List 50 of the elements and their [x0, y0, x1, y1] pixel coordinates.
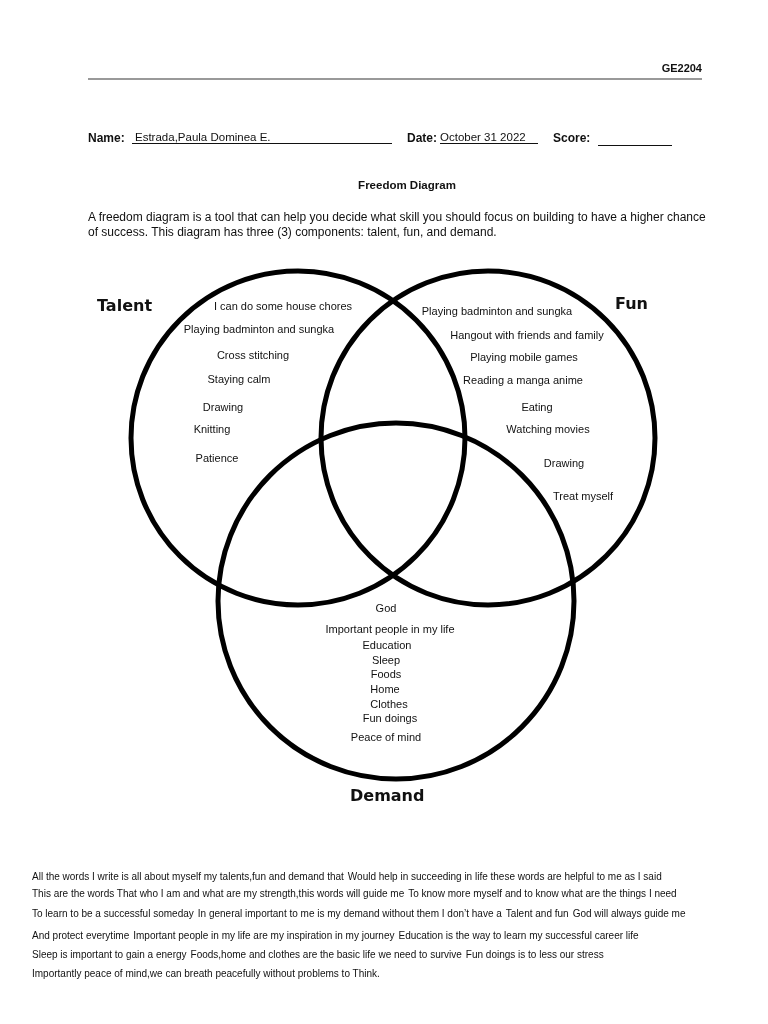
list-item: Hangout with friends and family	[450, 329, 604, 341]
handwritten-note: Foods,home and clothes are the basic life we need to survive	[190, 949, 462, 960]
list-item: Home	[370, 683, 400, 695]
list-item: Clothes	[370, 698, 408, 710]
list-item: Watching movies	[506, 423, 590, 435]
handwritten-note: This are the words That who I am and what are my strength,this words will guide me	[32, 888, 405, 899]
list-item: Sleep	[371, 654, 401, 666]
handwritten-note: Talent and fun	[505, 908, 569, 919]
list-item: Important people in my life	[325, 623, 455, 635]
handwritten-note: In general important to me is my demand without them I don’t have a	[197, 908, 502, 919]
list-item: Treat myself	[552, 490, 614, 502]
list-item: Reading a manga anime	[463, 374, 583, 386]
list-item: I can do some house chores	[213, 300, 353, 312]
circle-heading: Demand	[350, 786, 425, 805]
handwritten-note: All the words I write is all about myself my talents,fun and demand that	[32, 871, 344, 882]
list-item: Playing badminton and sungka	[421, 305, 573, 317]
name-field: Estrada,Paula Dominea E.	[132, 131, 392, 144]
handwritten-note: God will always guide me	[572, 908, 686, 919]
circle-heading: Talent	[97, 296, 153, 315]
list-item: Drawing	[543, 457, 585, 469]
list-item: Drawing	[202, 401, 244, 413]
date-field: October 31 2022	[440, 131, 538, 144]
field-label: Score:	[553, 131, 591, 145]
list-item: Education	[362, 639, 412, 651]
list-item: Fun doings	[362, 712, 418, 724]
circle-heading: Fun	[615, 294, 648, 313]
handwritten-note: Sleep is important to gain a energy	[32, 949, 187, 960]
diagram-title: Freedom Diagram	[357, 179, 457, 191]
list-item: Knitting	[193, 423, 231, 435]
handwritten-note: To know more myself and to know what are the things I need	[408, 888, 677, 899]
field-label: Name:	[88, 131, 125, 145]
handwritten-note: Importantly peace of mind,we can breath peacefully without problems to Think.	[32, 968, 380, 979]
handwritten-note: To learn to be a successful someday	[32, 908, 194, 919]
list-item: Peace of mind	[350, 731, 422, 743]
list-item: Staying calm	[207, 373, 271, 385]
handwritten-note: And protect everytime	[32, 930, 130, 941]
handwritten-note: Fun doings is to less our stress	[465, 949, 604, 960]
list-item: Playing mobile games	[470, 351, 578, 363]
list-item: Eating	[521, 401, 553, 413]
field-label: Date:	[407, 131, 437, 145]
list-item: God	[375, 602, 397, 614]
handwritten-note: Would help in succeeding in life these words are helpful to me as I said	[347, 871, 662, 882]
intro-paragraph: A freedom diagram is a tool that can help you decide what skill you should focus on building to have a higher chance of success. This diagram has three (3) components: talent, fun, and demand.	[88, 210, 707, 240]
list-item: Patience	[195, 452, 239, 464]
course-code: GE2204	[661, 62, 702, 74]
list-item: Cross stitching	[216, 349, 290, 361]
list-item: Playing badminton and sungka	[183, 323, 335, 335]
list-item: Foods	[370, 668, 402, 680]
handwritten-note: Education is the way to learn my successful career life	[398, 930, 639, 941]
handwritten-note: Important people in my life are my inspiration in my journey	[133, 930, 395, 941]
